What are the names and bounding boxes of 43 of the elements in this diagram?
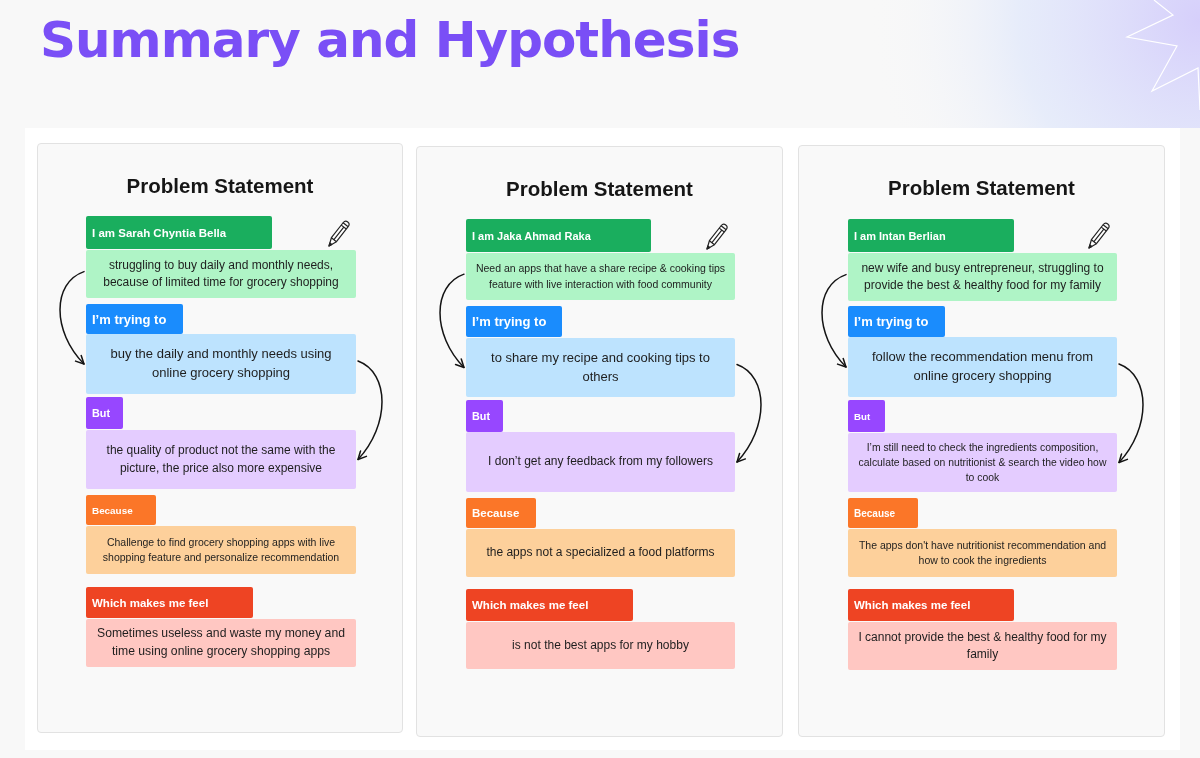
statement-note: Sometimes useless and waste my money and time using online grocery shopping apps — [86, 619, 356, 667]
page-title: Summary and Hypothesis — [40, 12, 740, 70]
curved-arrow — [736, 363, 762, 463]
statement-note: is not the best apps for my hobby — [466, 622, 735, 669]
statement-note: Need an apps that have a share recipe & cooking tips feature with live interaction with food community — [466, 253, 735, 300]
panel-title: Problem Statement — [126, 174, 314, 199]
curved-arrow — [439, 273, 465, 369]
statement-note: the apps not a specialized a food platforms — [466, 529, 735, 577]
prompt-tag: I’m trying to — [86, 304, 183, 334]
statement-note: the quality of product not the same with the picture, the price also more expensive — [86, 430, 356, 489]
prompt-tag: I am Jaka Ahmad Raka — [466, 219, 651, 252]
prompt-tag: Because — [86, 495, 156, 525]
statement-panel — [416, 146, 783, 737]
panel-title: Problem Statement — [888, 176, 1075, 201]
statement-note: Challenge to find grocery shopping apps with live shopping feature and personalize recommendation — [86, 526, 356, 574]
statement-note: buy the daily and monthly needs using online grocery shopping — [86, 334, 356, 394]
curved-arrow — [357, 360, 383, 461]
prompt-tag: Which makes me feel — [848, 589, 1014, 621]
curved-arrow — [59, 270, 85, 365]
curved-arrow — [821, 273, 847, 368]
prompt-tag: Because — [466, 498, 536, 528]
prompt-tag: But — [86, 397, 123, 429]
prompt-tag: I am Intan Berlian — [848, 219, 1014, 252]
prompt-tag: I’m trying to — [466, 306, 562, 337]
statement-note: struggling to buy daily and monthly needs, because of limited time for grocery shopping — [86, 250, 356, 298]
statement-note: to share my recipe and cooking tips to others — [466, 338, 735, 397]
statement-note: I cannot provide the best & healthy food for my family — [848, 622, 1117, 670]
prompt-tag: Which makes me feel — [466, 589, 633, 621]
statement-panel — [798, 145, 1165, 737]
statement-note: The apps don't have nutritionist recommendation and how to cook the ingredients — [848, 529, 1117, 577]
curved-arrow — [1118, 363, 1144, 464]
prompt-tag: I am Sarah Chyntia Bella — [86, 216, 272, 249]
prompt-tag: But — [848, 400, 885, 432]
prompt-tag: But — [466, 400, 503, 432]
prompt-tag: I’m trying to — [848, 306, 945, 337]
statement-note: follow the recommendation menu from online grocery shopping — [848, 337, 1117, 397]
statement-note: new wife and busy entrepreneur, struggling to provide the best & healthy food for my family — [848, 253, 1117, 301]
prompt-tag: Because — [848, 498, 918, 528]
statement-panel — [37, 143, 403, 733]
panel-title: Problem Statement — [506, 177, 693, 202]
statement-note: I don’t get any feedback from my followers — [466, 432, 735, 492]
statement-note: I’m still need to check the ingredients composition, calculate based on nutritionist & search the video how to cook — [848, 433, 1117, 492]
prompt-tag: Which makes me feel — [86, 587, 253, 618]
